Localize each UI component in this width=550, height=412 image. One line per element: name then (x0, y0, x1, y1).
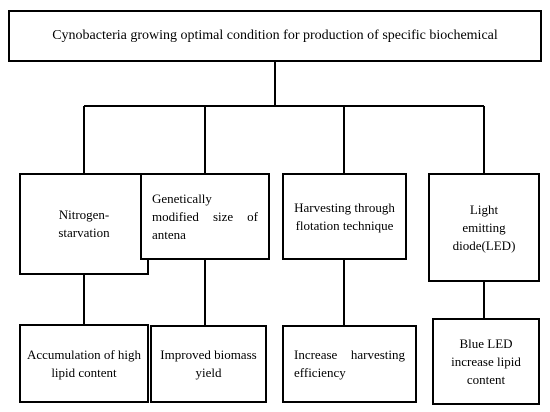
outcome-box-biomass: Improved biomass yield (150, 325, 267, 403)
outcome-label: Blue LED increase lipid content (451, 335, 521, 387)
title-box: Cynobacteria growing optimal condition f… (8, 10, 542, 62)
condition-box-antenna: Genetically modified size of antena (140, 173, 270, 260)
outcome-box-harvesting: Increase harvesting efficiency (282, 325, 417, 403)
condition-label: Nitrogen-starvation (58, 207, 110, 240)
outcome-box-blue-led: Blue LED increase lipid content (432, 318, 540, 405)
outcome-label: Increase harvesting efficiency (294, 347, 405, 380)
condition-label: Light emitting diode(LED) (452, 201, 516, 253)
condition-box-led: Light emitting diode(LED) (428, 173, 540, 282)
outcome-box-lipid: Accumulation of high lipid content (19, 324, 149, 403)
condition-label: Genetically modified size of antena (152, 190, 258, 242)
condition-label: Harvesting through flotation technique (294, 199, 395, 233)
outcome-label: Improved biomass yield (160, 347, 257, 380)
condition-box-flotation: Harvesting through flotation technique (282, 173, 407, 260)
outcome-label: Accumulation of high lipid content (26, 346, 142, 380)
condition-box-nitrogen: Nitrogen-starvation (19, 173, 149, 275)
title-text: Cynobacteria growing optimal condition f… (52, 28, 498, 43)
